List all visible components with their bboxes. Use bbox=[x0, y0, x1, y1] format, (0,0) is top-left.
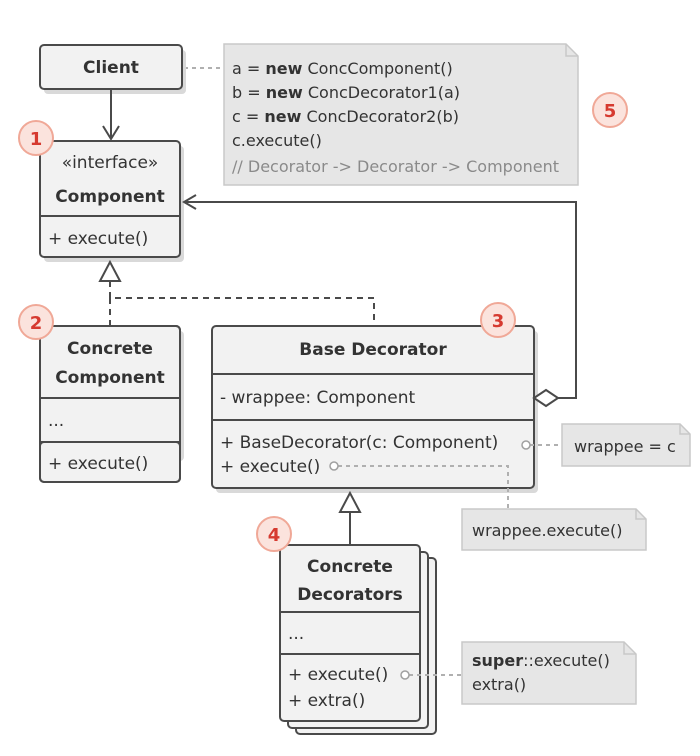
concrete-decorators-method-execute: + execute() bbox=[288, 665, 388, 685]
badge-5: 5 bbox=[592, 92, 628, 128]
concrete-component-fields: ... bbox=[48, 411, 64, 431]
constructor-note-text: wrappee = c bbox=[574, 437, 676, 456]
badge-2: 2 bbox=[18, 304, 54, 340]
concrete-decorators-method-extra: + extra() bbox=[288, 691, 365, 711]
concrete-decorators-name-1: Concrete bbox=[307, 557, 393, 577]
note-line-4: c.execute() bbox=[232, 131, 322, 150]
svg-text:2: 2 bbox=[30, 313, 43, 334]
component-method: + execute() bbox=[48, 229, 148, 249]
note-line-1: a = new ConcComponent() bbox=[232, 59, 453, 78]
decorator-execute-note: super::execute() extra() bbox=[461, 641, 637, 705]
execute-note-text: wrappee.execute() bbox=[472, 521, 622, 540]
base-decorator-method: + execute() bbox=[220, 457, 320, 477]
badge-4: 4 bbox=[256, 516, 292, 552]
base-decorator-constructor: + BaseDecorator(c: Component) bbox=[220, 433, 498, 453]
inheritance-connector bbox=[338, 490, 362, 545]
base-decorator-box: Base Decorator - wrappee: Component + Ba… bbox=[211, 325, 538, 493]
realization-connector bbox=[98, 259, 375, 326]
constructor-note-anchor bbox=[521, 440, 531, 450]
base-decorator-name: Base Decorator bbox=[299, 340, 447, 360]
component-box: «interface» Component + execute() bbox=[39, 140, 184, 262]
note-comment: // Decorator -> Decorator -> Component bbox=[232, 157, 559, 176]
client-label: Client bbox=[83, 58, 139, 78]
decorator-note-anchor bbox=[400, 670, 410, 680]
note-line-2: b = new ConcDecorator1(a) bbox=[232, 83, 460, 102]
aggregation-connector bbox=[182, 194, 577, 408]
concrete-component-name-2: Component bbox=[55, 368, 165, 388]
decorator-stack-front bbox=[279, 544, 421, 722]
base-decorator-field: - wrappee: Component bbox=[220, 388, 416, 408]
concrete-decorators-name-2: Decorators bbox=[297, 585, 403, 605]
note-line-3: c = new ConcDecorator2(b) bbox=[232, 107, 459, 126]
svg-text:1: 1 bbox=[30, 129, 43, 150]
client-box: Client bbox=[39, 44, 186, 94]
concrete-component-box: Concrete Component ... bbox=[39, 325, 184, 461]
concrete-component-method: + execute() bbox=[48, 454, 148, 474]
concrete-decorators-fields: ... bbox=[288, 624, 304, 644]
concrete-decorators-box: Concrete Decorators ... + execute() + ex… bbox=[279, 544, 437, 735]
badge-3: 3 bbox=[480, 302, 516, 338]
execute-note: wrappee.execute() bbox=[461, 508, 647, 551]
constructor-note: wrappee = c bbox=[561, 423, 691, 467]
client-code-note: a = new ConcComponent() b = new ConcDeco… bbox=[223, 43, 579, 186]
concrete-component-name-1: Concrete bbox=[67, 339, 153, 359]
execute-note-anchor bbox=[329, 461, 339, 471]
svg-text:5: 5 bbox=[604, 101, 617, 122]
concrete-component-outline bbox=[39, 325, 181, 483]
decorator-note-line-2: extra() bbox=[472, 675, 526, 694]
component-name: Component bbox=[55, 187, 165, 207]
client-dependency-arrow bbox=[102, 89, 120, 141]
svg-text:4: 4 bbox=[268, 525, 281, 546]
badge-1: 1 bbox=[18, 120, 54, 156]
decorator-note-line-1: super::execute() bbox=[472, 651, 610, 670]
svg-text:3: 3 bbox=[492, 311, 505, 332]
component-stereotype: «interface» bbox=[62, 153, 159, 173]
execute-note-connector bbox=[338, 465, 509, 509]
